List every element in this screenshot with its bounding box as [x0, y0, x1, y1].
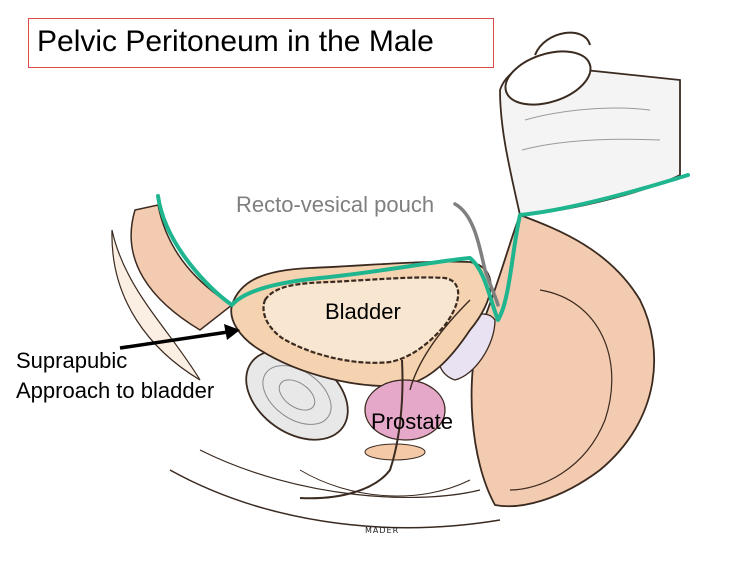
- sigmoid-haustra: [521, 107, 661, 151]
- outer-body-contour: [111, 229, 201, 381]
- lower-contour-line-2: [199, 449, 481, 499]
- perineum-contour: [299, 469, 471, 497]
- suprapubic-arrow-head: [224, 324, 240, 340]
- bladder-label: Bladder: [325, 299, 401, 324]
- suprapubic-label-line2: Approach to bladder: [16, 378, 215, 403]
- rectum: [470, 213, 655, 508]
- prostate-gland: [364, 379, 446, 441]
- suprapubic-label-line1: Suprapubic: [16, 348, 128, 373]
- suprapubic-approach-label: Suprapubic Approach to bladder: [16, 346, 214, 406]
- anterior-abdominal-wall: [130, 204, 234, 331]
- prostate-label: Prostate: [371, 409, 453, 434]
- slide-title: Pelvic Peritoneum in the Male: [28, 18, 494, 68]
- pubic-symphysis-inner: [262, 365, 332, 425]
- pouch-leader-line: [453, 202, 500, 307]
- recto-vesical-pouch-label: Recto-vesical pouch: [236, 192, 435, 217]
- pubic-symphysis-core: [278, 379, 316, 411]
- sigmoid-colon-opening: [504, 50, 592, 106]
- urethra: [299, 359, 404, 500]
- peritoneum-line: [156, 173, 690, 322]
- suprapubic-arrow-shaft: [119, 330, 229, 350]
- sigmoid-colon-loop: [534, 31, 591, 56]
- lower-contour-line: [169, 469, 501, 529]
- rectum-inner: [509, 289, 613, 491]
- vas-deferens: [409, 299, 471, 391]
- artist-signature: MADER: [365, 526, 400, 535]
- bladder-lumen: [262, 276, 460, 364]
